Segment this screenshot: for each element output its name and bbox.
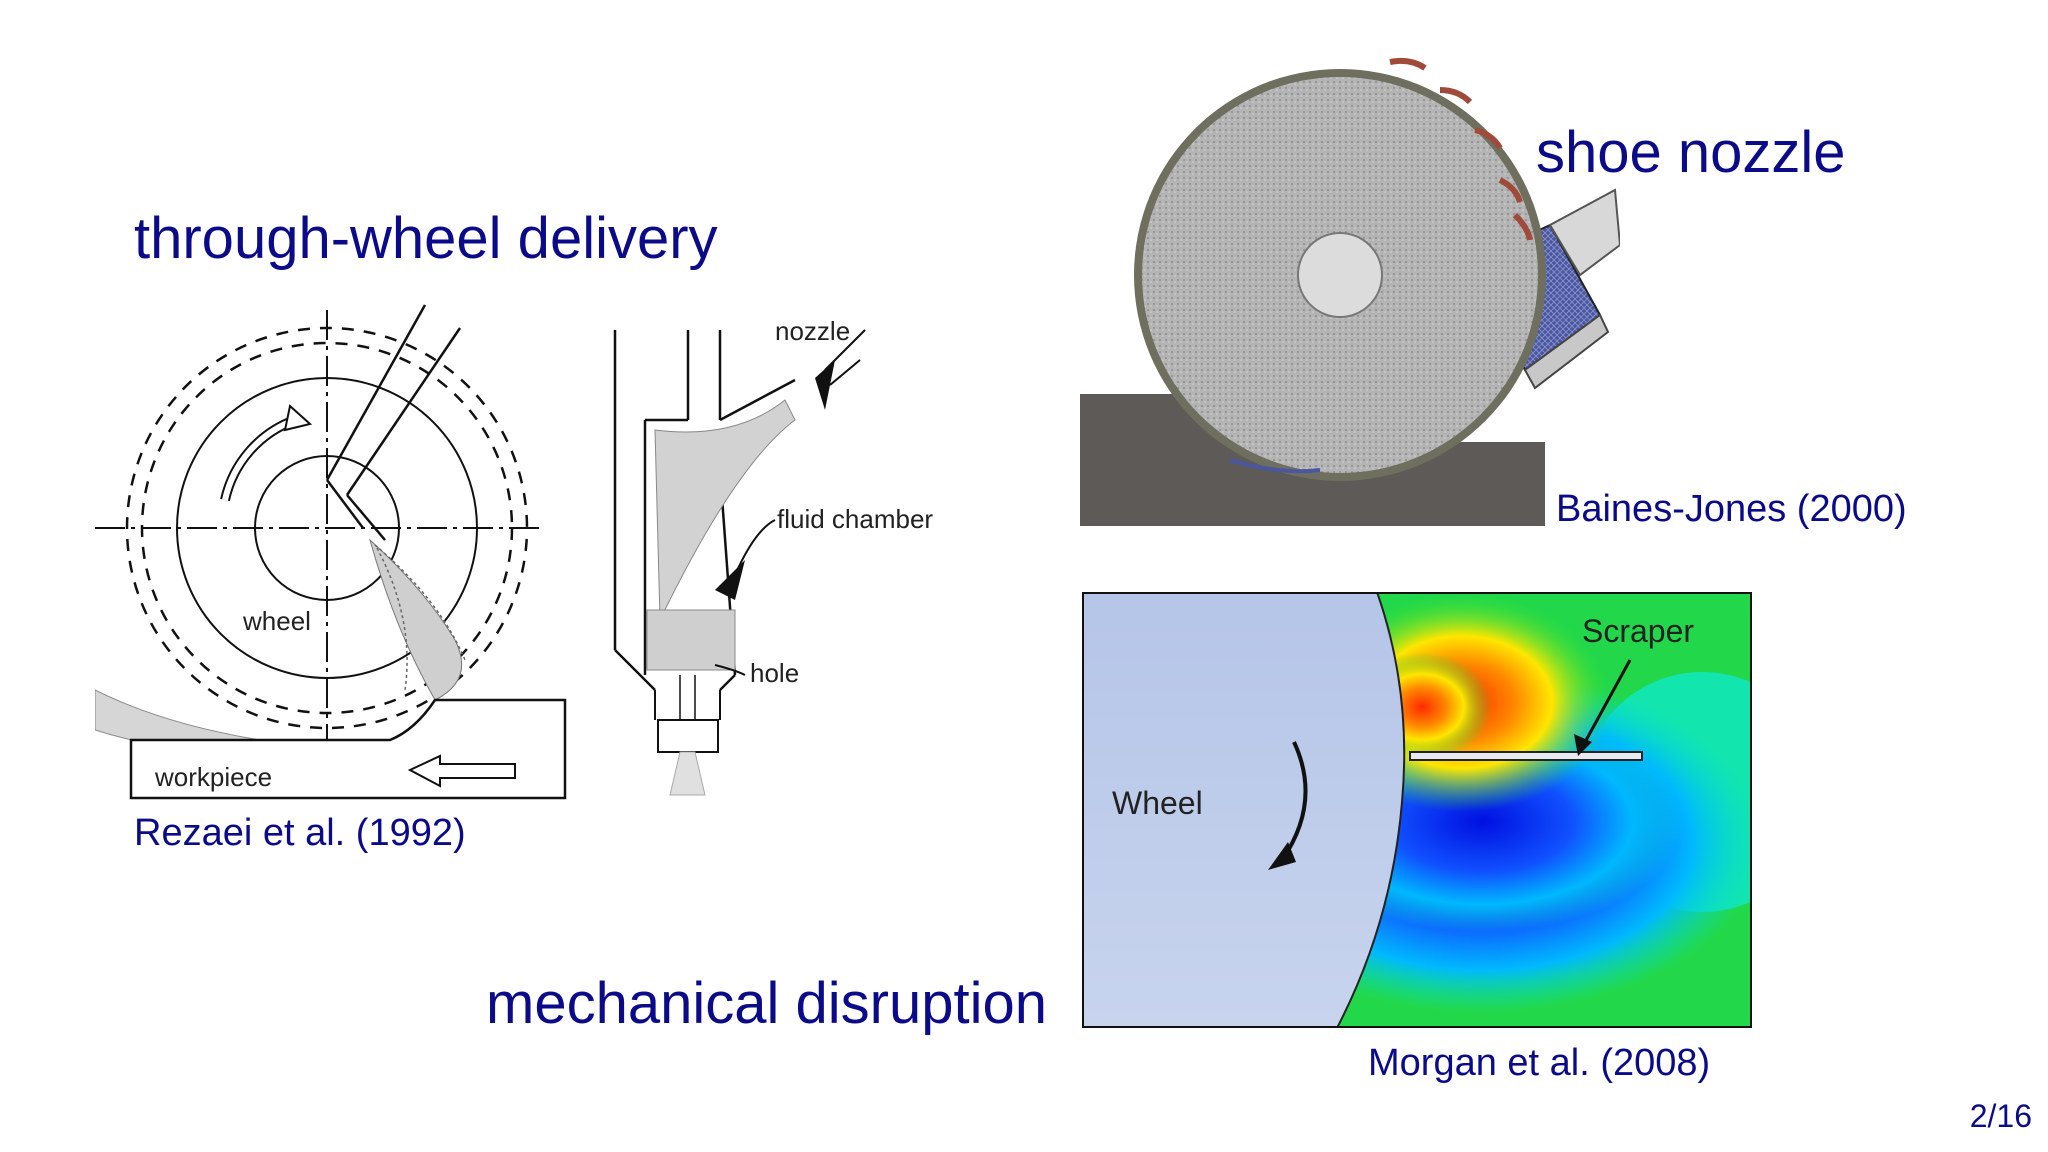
label-fluid-chamber: fluid chamber	[777, 504, 933, 534]
figure-mechanical-disruption: Scraper Wheel	[1082, 592, 1752, 1028]
label-workpiece: workpiece	[154, 762, 272, 792]
citation-baines-jones: Baines-Jones (2000)	[1556, 488, 1907, 530]
citation-rezaei: Rezaei et al. (1992)	[134, 812, 466, 854]
page-number: 2/16	[1969, 1098, 2032, 1134]
label-scraper: Scraper	[1582, 613, 1694, 649]
heading-mechanical-disruption: mechanical disruption	[486, 971, 1047, 1036]
citation-morgan: Morgan et al. (2008)	[1368, 1042, 1711, 1084]
figure-through-wheel-delivery: workpiece wheel nozzle fluid chamber hol…	[95, 290, 975, 810]
figure-shoe-nozzle	[1080, 50, 1620, 530]
label-wheel: Wheel	[1112, 785, 1203, 821]
shoe-nozzle-diagram	[1080, 57, 1620, 526]
label-hole: hole	[750, 658, 799, 688]
label-nozzle: nozzle	[775, 316, 850, 346]
heading-through-wheel-delivery: through-wheel delivery	[134, 206, 718, 271]
heading-shoe-nozzle: shoe nozzle	[1536, 120, 1846, 185]
scraper-flow-plot: Scraper Wheel	[1082, 592, 1752, 1028]
through-wheel-diagram: workpiece wheel nozzle fluid chamber hol…	[95, 304, 933, 800]
label-wheel: wheel	[242, 606, 311, 636]
